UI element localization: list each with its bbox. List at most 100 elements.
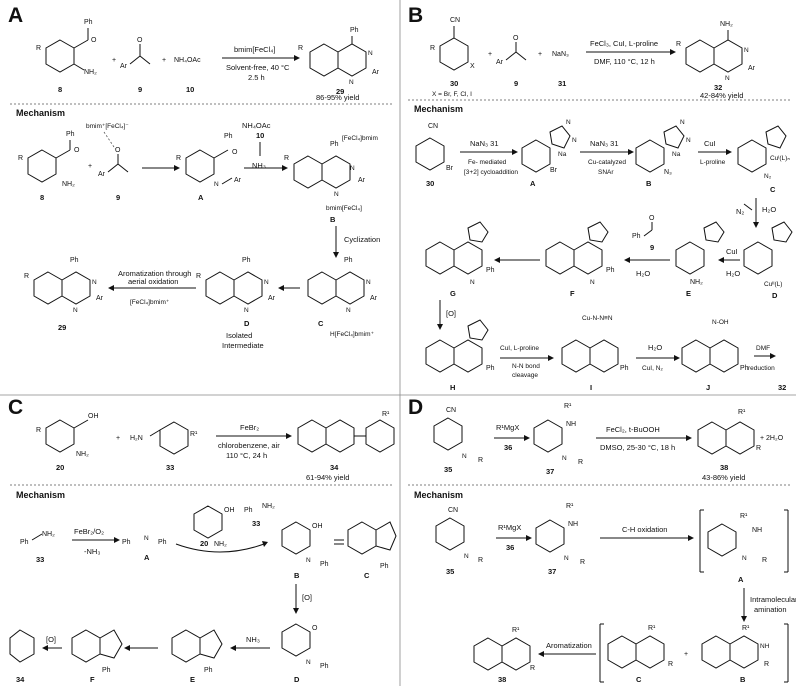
svg-text:NH: NH: [752, 527, 762, 534]
compound-9: O Ar 9: [120, 37, 151, 94]
mech-b-F: N Ph F: [545, 221, 615, 298]
svg-text:bmim[FeCl₄]: bmim[FeCl₄]: [234, 45, 275, 54]
svg-text:Cu-catalyzed: Cu-catalyzed: [588, 159, 626, 166]
panel-d-letter: D: [408, 396, 423, 419]
svg-text:[O]: [O]: [302, 593, 312, 602]
svg-text:B: B: [294, 571, 300, 580]
svg-text:N: N: [725, 75, 730, 82]
svg-text:[O]: [O]: [46, 635, 56, 644]
svg-text:Ar: Ar: [268, 295, 276, 302]
svg-text:36: 36: [506, 543, 514, 552]
svg-text:32: 32: [778, 383, 786, 392]
svg-text:-NH₃: -NH₃: [84, 547, 100, 556]
svg-text:CuI, N₂: CuI, N₂: [642, 365, 663, 372]
svg-text:9: 9: [116, 193, 120, 202]
svg-text:9: 9: [514, 79, 518, 88]
svg-text:+: +: [538, 51, 542, 58]
svg-text:Ar: Ar: [120, 63, 128, 70]
svg-text:31: 31: [558, 79, 566, 88]
svg-text:R: R: [36, 427, 41, 434]
mech-c-D: O N Ph D: [281, 623, 329, 684]
svg-text:37: 37: [548, 567, 556, 576]
compound-33: H₂N R¹ 33: [130, 421, 198, 472]
svg-text:Na: Na: [558, 151, 567, 158]
svg-text:+: +: [488, 51, 492, 58]
svg-text:H₂O: H₂O: [636, 269, 650, 278]
svg-text:N: N: [350, 165, 355, 172]
svg-text:Ph: Ph: [20, 539, 29, 546]
mech-b-B: N N Na N₃ B: [635, 119, 691, 188]
svg-text:30: 30: [426, 179, 434, 188]
svg-text:FeBr₂/O₂: FeBr₂/O₂: [74, 527, 104, 536]
mech-b-G: N Ph G: [425, 221, 495, 298]
svg-text:8: 8: [40, 193, 44, 202]
mech-c-20: OH NH₂ 20: [193, 505, 235, 548]
svg-text:N: N: [462, 453, 467, 460]
svg-text:R: R: [284, 155, 289, 162]
svg-text:29: 29: [58, 323, 66, 332]
svg-text:N: N: [306, 557, 311, 564]
svg-text:F: F: [90, 675, 95, 684]
svg-text:DMF: DMF: [756, 345, 770, 352]
mech-b-J: N-OH Ph J: [681, 319, 749, 392]
svg-text:Ph: Ph: [330, 141, 339, 148]
svg-text:2.5 h: 2.5 h: [248, 73, 265, 82]
svg-text:F: F: [570, 289, 575, 298]
svg-text:Ph: Ph: [122, 539, 131, 546]
mech-b-I: Cu-N-N≡N Ph I: [561, 315, 629, 392]
svg-text:O: O: [91, 37, 97, 44]
mech-d-C: R¹ R C: [607, 625, 673, 684]
svg-text:R¹: R¹: [564, 403, 572, 410]
svg-text:110 °C, 24 h: 110 °C, 24 h: [226, 451, 267, 460]
svg-text:Ph: Ph: [320, 561, 329, 568]
svg-text:NH: NH: [566, 421, 576, 428]
svg-text:E: E: [190, 675, 195, 684]
svg-text:R¹: R¹: [738, 409, 746, 416]
svg-text:+: +: [684, 651, 688, 658]
svg-text:bmim[FeCl₄]: bmim[FeCl₄]: [326, 205, 362, 212]
compound-37: R¹ NH N R 37: [533, 403, 583, 476]
mech-c-F: Ph F: [71, 629, 123, 684]
mech-b-E: NH₂ E: [675, 221, 725, 298]
svg-text:Ar: Ar: [98, 171, 106, 178]
mechanism-title-d: Mechanism: [414, 490, 463, 500]
svg-text:Ph: Ph: [84, 19, 93, 26]
svg-text:Intermediate: Intermediate: [222, 341, 264, 350]
mechanism-title-b: Mechanism: [414, 104, 463, 114]
mech-b-30: CN Br 30: [415, 123, 454, 188]
svg-text:Cuᴵᴵ(L): Cuᴵᴵ(L): [764, 281, 782, 288]
svg-text:Ph: Ph: [242, 257, 251, 264]
svg-text:C: C: [364, 571, 370, 580]
svg-text:N: N: [349, 79, 354, 86]
svg-text:[O]: [O]: [446, 309, 456, 318]
mech-d-37: R¹ NH N R 37: [535, 503, 585, 576]
svg-text:Ar: Ar: [496, 59, 504, 66]
compound-29: Ph N N Ar R 29: [298, 27, 380, 96]
svg-text:38: 38: [498, 675, 506, 684]
svg-text:R: R: [676, 41, 681, 48]
svg-text:aerial oxidation: aerial oxidation: [128, 277, 178, 286]
panel-c-letter: C: [8, 396, 23, 419]
svg-text:R: R: [578, 459, 583, 466]
svg-text:Ph: Ph: [70, 257, 79, 264]
svg-text:+: +: [162, 57, 166, 64]
svg-text:R: R: [430, 45, 435, 52]
svg-text:E: E: [686, 289, 691, 298]
svg-text:Ph: Ph: [632, 233, 641, 240]
svg-text:NH₃: NH₃: [252, 161, 266, 170]
svg-text:CN: CN: [450, 17, 460, 24]
svg-text:Ar: Ar: [358, 177, 366, 184]
svg-text:[3+2] cycloaddition: [3+2] cycloaddition: [464, 169, 518, 176]
mech-b-A: N N Na Br A: [521, 119, 577, 188]
svg-text:Ar: Ar: [748, 65, 756, 72]
svg-text:35: 35: [446, 567, 454, 576]
svg-text:Ar: Ar: [234, 177, 242, 184]
mech-d-B: R¹ NH R B: [701, 625, 770, 684]
svg-text:NH₂: NH₂: [690, 279, 703, 286]
svg-text:A: A: [738, 575, 744, 584]
svg-text:R¹MgX: R¹MgX: [498, 523, 521, 532]
svg-text:CN: CN: [446, 407, 456, 414]
svg-text:N: N: [214, 181, 219, 188]
svg-text:N₂: N₂: [764, 173, 772, 180]
panel-a-letter: A: [8, 4, 23, 27]
